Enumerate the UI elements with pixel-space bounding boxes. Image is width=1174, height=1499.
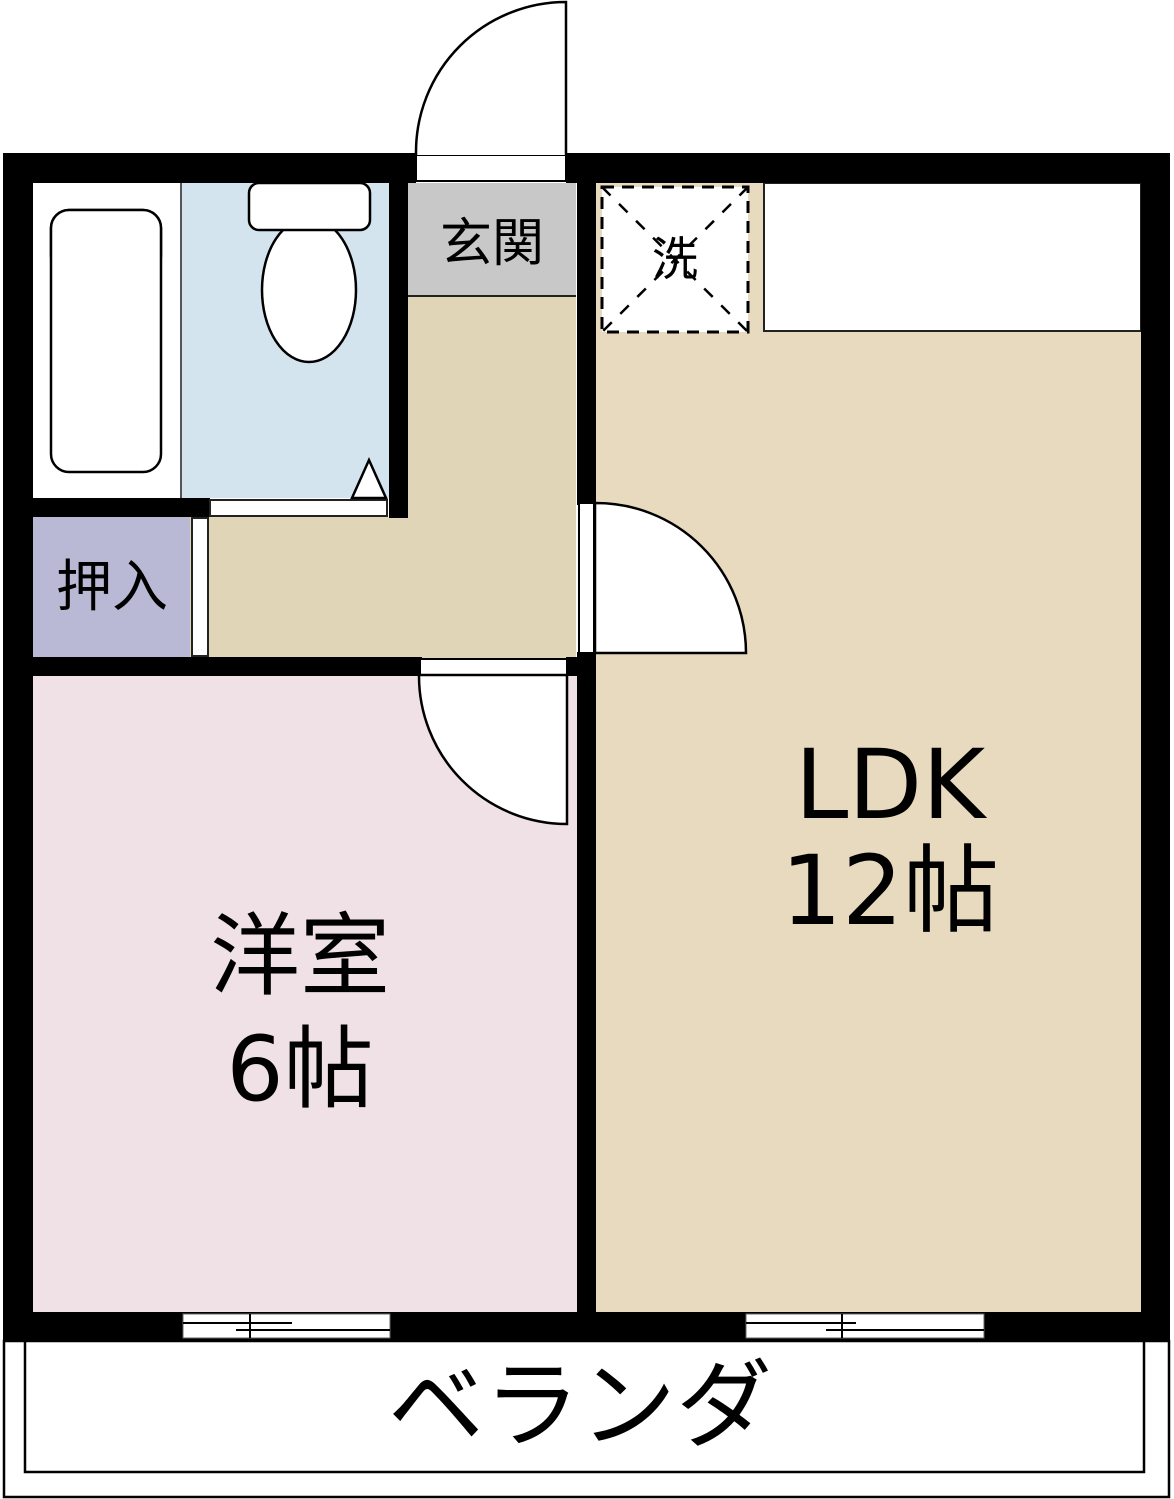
- ldk-label: LDK: [794, 729, 986, 841]
- genkan-floor: [408, 183, 576, 296]
- balcony: [2, 1339, 1171, 1499]
- toilet-door-marker: [350, 456, 388, 500]
- western-room-door: [417, 658, 569, 826]
- oshiire-label: 押入: [56, 555, 168, 620]
- window-ldk: [745, 1313, 985, 1339]
- entry-door: [414, 0, 568, 182]
- genkan-label: 玄関: [439, 214, 544, 274]
- toilet-bowl: [260, 216, 358, 364]
- western-room-size: 6帖: [226, 1017, 374, 1122]
- washer-label: 洗: [652, 232, 698, 286]
- toilet-tank: [247, 181, 372, 232]
- western-room-label: 洋室: [210, 904, 390, 1009]
- corridor-floor: [408, 296, 576, 658]
- ldk-floor: [596, 183, 1141, 1312]
- ldk-door: [578, 501, 748, 655]
- washer-space: [600, 185, 750, 334]
- oshiire-door: [191, 517, 209, 657]
- ldk-size: 12帖: [780, 835, 1000, 947]
- balcony-label: ベランダ: [388, 1350, 772, 1462]
- corridor-floor-lower: [190, 517, 410, 658]
- window-western: [182, 1313, 391, 1339]
- toilet-door: [209, 499, 388, 517]
- kitchen-counter: [763, 182, 1142, 332]
- bathtub-body: [49, 208, 163, 474]
- oshiire-floor: [30, 517, 190, 657]
